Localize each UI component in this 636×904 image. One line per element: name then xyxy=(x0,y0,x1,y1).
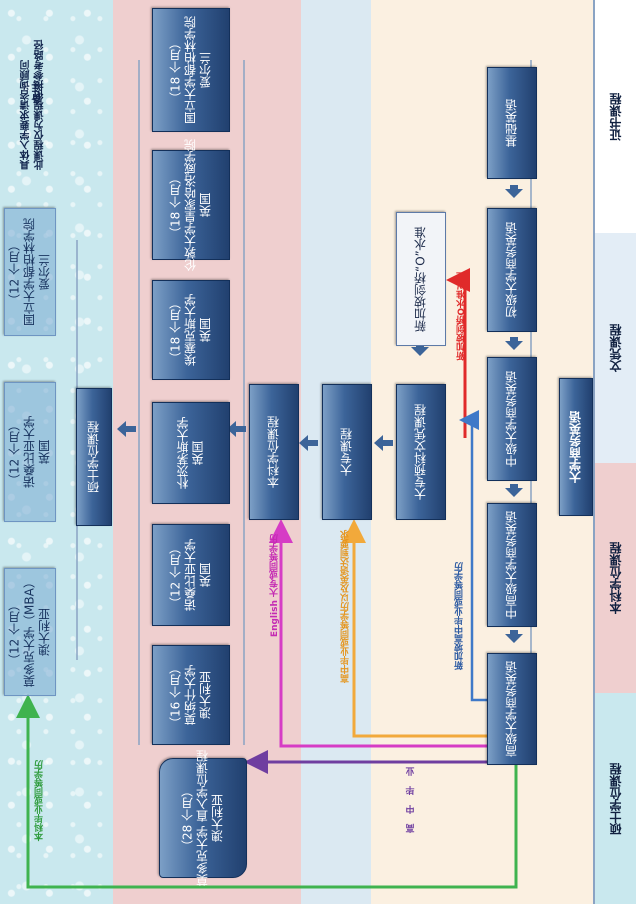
red-arrow-label: 新加坡剑桥O水准以上 xyxy=(457,272,467,361)
stage-arrows xyxy=(117,421,393,451)
level-elementary[interactable]: 初级大学商务英语 xyxy=(487,208,537,332)
level-arrows xyxy=(411,185,523,643)
orange-arrow-label: 高中毕业或同等学历以及英语达到要求 xyxy=(341,530,351,683)
uni-essex[interactable]: 英国埃塞克斯大学（18 个月） xyxy=(152,280,230,380)
blue-arrow xyxy=(459,410,487,702)
purple-char-3: 业 xyxy=(405,765,415,775)
uni-ireland-ucd[interactable]: 爱尔兰国立大学都柏林学院（18 个月） xyxy=(152,8,230,132)
purple-char-2: 毕 xyxy=(405,784,415,794)
diploma-box[interactable]: 大专课程 xyxy=(322,384,372,520)
purple-char-0: 高 xyxy=(405,822,415,832)
uni-murdoch-direct[interactable]: 澳大利亚莫多克大学 直入学位课程（28 个月） xyxy=(159,750,247,886)
red-arrow xyxy=(446,268,470,438)
master-panel: 硕士学位课程 xyxy=(593,693,636,904)
purple-char-1: 中 xyxy=(405,803,415,813)
magenta-arrow xyxy=(269,519,487,748)
uni-royal-holloway[interactable]: 英国伦敦大学皇家哈洛威学院（18 个月） xyxy=(152,139,230,271)
english-track-header: 大学商务英语 xyxy=(559,378,593,516)
green-arrow-label: 本科毕业或同等学历 xyxy=(35,760,45,841)
magenta-arrow-label: English 大专或同等学历 xyxy=(270,534,280,638)
o-level-box[interactable]: 新加坡剑桥“O”水准 xyxy=(396,212,446,346)
master-box[interactable]: 硕士学位课程 xyxy=(76,388,112,526)
green-arrow xyxy=(15,694,518,889)
cert-panel: 证书课程 xyxy=(593,0,636,233)
uni-monash[interactable]: 澳大利亚莫纳什大学（16 个月） xyxy=(152,645,230,745)
orange-arrow xyxy=(342,519,487,738)
foundation-box[interactable]: 大专预科文凭课程 xyxy=(396,384,446,520)
level-advanced[interactable]: 高级大学商务英语 xyxy=(487,653,537,765)
bachelor-box[interactable]: 本科学位课程 xyxy=(249,384,299,520)
level-basic[interactable]: 基础英语 xyxy=(487,67,537,179)
level-upper-intermediate[interactable]: 中高级大学商务英语 xyxy=(487,503,537,627)
purple-arrow-label: 高 中 毕 业 xyxy=(400,765,420,835)
master-northumbria[interactable]: 英国诺桑比亚大学（12 个月） xyxy=(4,382,56,522)
uni-northumbria[interactable]: 英国诺桑比亚大学（12 个月） xyxy=(152,524,230,626)
master-ireland-ucd[interactable]: 爱尔兰国立大学都柏林学院（12 个月） xyxy=(4,208,56,336)
master-murdoch-mba[interactable]: 澳大利亚莫多克大学（MBA）（12 个月） xyxy=(4,568,56,696)
diploma-panel: 文凭课程 xyxy=(593,233,636,463)
blue-arrow-label: 新加坡高中毕业或同等学历 xyxy=(455,562,465,670)
uni-portsmouth[interactable]: 英国朴茨茅斯大学 xyxy=(152,402,230,504)
bachelor-panel: 本科学位课程 xyxy=(593,463,636,693)
level-intermediate[interactable]: 中级大学商务英语 xyxy=(487,357,537,481)
